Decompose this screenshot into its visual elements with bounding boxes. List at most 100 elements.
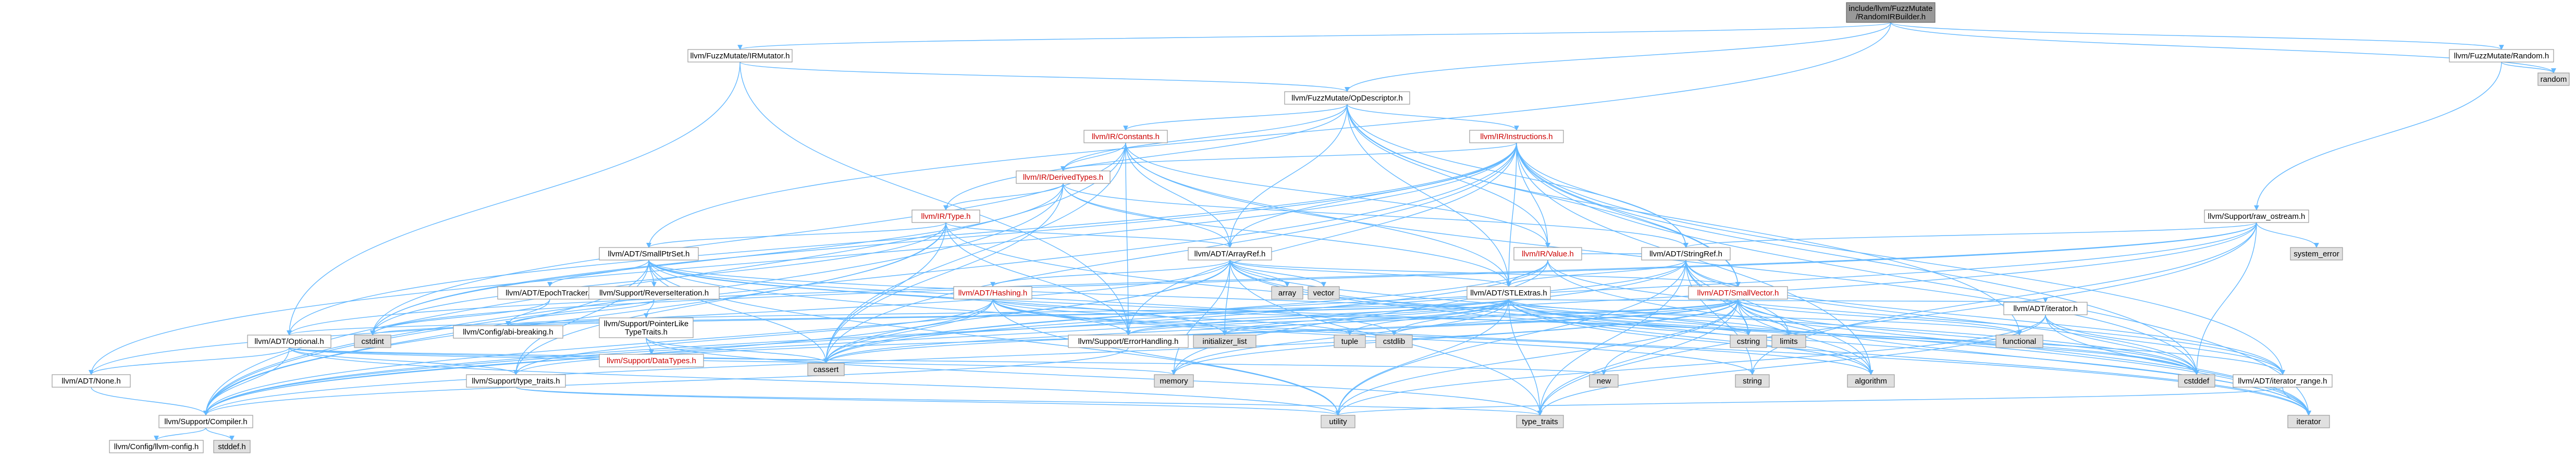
edge-line	[992, 299, 1352, 336]
node-reverseiter[interactable]: llvm/Support/ReverseIteration.h	[588, 286, 720, 300]
edge-line	[1508, 299, 1543, 416]
edge-stlextras-to-utility	[1335, 299, 1509, 416]
node-label: tuple	[1341, 337, 1359, 346]
node-cassert[interactable]: cassert	[807, 363, 845, 376]
edge-line	[992, 299, 1341, 416]
node-abibreaking[interactable]: llvm/Config/abi-breaking.h	[453, 325, 563, 339]
node-utility[interactable]: utility	[1321, 415, 1355, 428]
edge-instructions-to-arrayref	[1227, 142, 1517, 248]
edge-line	[1391, 299, 1509, 336]
edge-line	[370, 183, 1064, 336]
edge-line	[648, 260, 2311, 416]
node-systemerror[interactable]: system_error	[2290, 247, 2343, 261]
node-random[interactable]: llvm/FuzzMutate/Random.h	[2449, 49, 2554, 63]
node-box	[1846, 2, 1936, 23]
node-random_sys[interactable]: random	[2537, 72, 2570, 86]
node-box	[109, 440, 204, 453]
node-box	[2537, 72, 2570, 86]
edge-hashing-to-utility	[992, 299, 1341, 416]
edge-random-to-random_sys	[2501, 61, 2556, 73]
edge-line	[1547, 260, 2285, 375]
edge-line	[2045, 314, 2311, 416]
edge-smallvector-to-cassert	[823, 299, 1739, 364]
node-cstdlib[interactable]: cstdlib	[1375, 335, 1413, 348]
node-datatypes[interactable]: llvm/Support/DataTypes.h	[599, 354, 704, 367]
node-box	[1271, 286, 1303, 300]
node-box	[1730, 335, 1767, 348]
edge-smallvector-to-typetraits_sys	[1537, 299, 1739, 416]
node-algorithm[interactable]: algorithm	[1847, 374, 1895, 388]
node-optional[interactable]: llvm/ADT/Optional.h	[247, 335, 331, 348]
node-vector[interactable]: vector	[1308, 286, 1340, 300]
node-label: random	[2541, 75, 2567, 84]
edge-smallptrset-to-initlist	[648, 260, 1227, 336]
edge-rawostream-to-typetraits_sys	[1537, 222, 2257, 416]
node-irmutator[interactable]: llvm/FuzzMutate/IRMutator.h	[687, 49, 793, 63]
edge-line	[1737, 299, 2022, 336]
node-compiler[interactable]: llvm/Support/Compiler.h	[158, 415, 253, 428]
node-box	[2233, 374, 2333, 388]
edge-line	[1737, 299, 2311, 416]
node-root[interactable]: include/llvm/FuzzMutate/RandomIRBuilder.…	[1846, 2, 1936, 23]
node-llvmconfig[interactable]: llvm/Config/llvm-config.h	[109, 440, 204, 453]
edge-smallptrset-to-typetraits_llvm	[513, 260, 649, 375]
node-typetraits_sys[interactable]: type_traits	[1516, 415, 1564, 428]
edge-line	[2282, 387, 2311, 416]
node-array[interactable]: array	[1271, 286, 1303, 300]
node-smallptrset[interactable]: llvm/ADT/SmallPtrSet.h	[599, 247, 699, 261]
node-stddef[interactable]: stddef.h	[213, 440, 251, 453]
edge-constants-to-arrayref	[1125, 142, 1232, 248]
node-hashing[interactable]: llvm/ADT/Hashing.h	[953, 286, 1032, 300]
node-derivedtypes[interactable]: llvm/IR/DerivedTypes.h	[1016, 170, 1111, 184]
node-cstddef[interactable]: cstddef	[2178, 374, 2215, 388]
node-smallvector[interactable]: llvm/ADT/SmallVector.h	[1688, 286, 1788, 300]
node-epochtracker[interactable]: llvm/ADT/EpochTracker.h	[497, 286, 602, 300]
node-box	[52, 374, 131, 388]
node-stlextras[interactable]: llvm/ADT/STLExtras.h	[1466, 286, 1551, 300]
node-iterator_h[interactable]: llvm/ADT/iterator.h	[2003, 302, 2088, 315]
node-label: type_traits	[1522, 417, 1558, 426]
node-tuple[interactable]: tuple	[1334, 335, 1366, 348]
node-memory[interactable]: memory	[1154, 374, 1194, 388]
node-rawostream[interactable]: llvm/Support/raw_ostream.h	[2204, 209, 2309, 223]
edge-line	[823, 299, 1739, 364]
node-limits[interactable]: limits	[1771, 335, 1806, 348]
node-type[interactable]: llvm/IR/Type.h	[911, 209, 980, 223]
node-string[interactable]: string	[1735, 374, 1770, 388]
edge-line	[370, 222, 2257, 336]
node-iterrange[interactable]: llvm/ADT/iterator_range.h	[2233, 374, 2333, 388]
node-opdesc[interactable]: llvm/FuzzMutate/OpDescriptor.h	[1284, 91, 1410, 105]
node-constants[interactable]: llvm/IR/Constants.h	[1083, 130, 1168, 143]
node-value[interactable]: llvm/IR/Value.h	[1513, 247, 1582, 261]
node-box	[1995, 335, 2043, 348]
node-none[interactable]: llvm/ADT/None.h	[52, 374, 131, 388]
edge-line	[89, 260, 1230, 375]
node-label: string	[1743, 377, 1762, 386]
node-label: system_error	[2294, 250, 2339, 258]
node-new[interactable]: new	[1589, 374, 1619, 388]
edge-arrayref-to-none	[89, 260, 1230, 375]
node-stringref[interactable]: llvm/ADT/StringRef.h	[1641, 247, 1731, 261]
edge-arrayref-to-array	[1229, 260, 1290, 287]
node-errorhandling[interactable]: llvm/Support/ErrorHandling.h	[1068, 335, 1189, 348]
edge-iterator_h-to-utility	[1335, 314, 2046, 416]
node-cstring[interactable]: cstring	[1730, 335, 1767, 348]
edge-optional-to-none	[89, 347, 290, 375]
edge-smallvector-to-new	[1601, 299, 1739, 375]
node-initlist[interactable]: initializer_list	[1193, 335, 1256, 348]
edge-line	[945, 222, 2311, 416]
node-arrayref[interactable]: llvm/ADT/ArrayRef.h	[1188, 247, 1272, 261]
edge-line	[1229, 260, 1741, 287]
node-label: memory	[1160, 377, 1188, 386]
edge-instructions-to-iterator_sys	[1516, 142, 2311, 416]
node-functional[interactable]: functional	[1995, 335, 2043, 348]
dependency-nodes: include/llvm/FuzzMutate/RandomIRBuilder.…	[52, 2, 2570, 453]
edge-reverseiter-to-ptrliketraits	[644, 299, 655, 318]
node-instructions[interactable]: llvm/IR/Instructions.h	[1469, 130, 1564, 143]
node-typetraits_llvm[interactable]: llvm/Support/type_traits.h	[466, 374, 566, 388]
node-cstdint[interactable]: cstdint	[354, 335, 391, 348]
edge-instructions-to-compiler	[203, 142, 1517, 416]
node-iterator_sys[interactable]: iterator	[2287, 415, 2330, 428]
edge-type-to-iterator_sys	[945, 222, 2311, 416]
